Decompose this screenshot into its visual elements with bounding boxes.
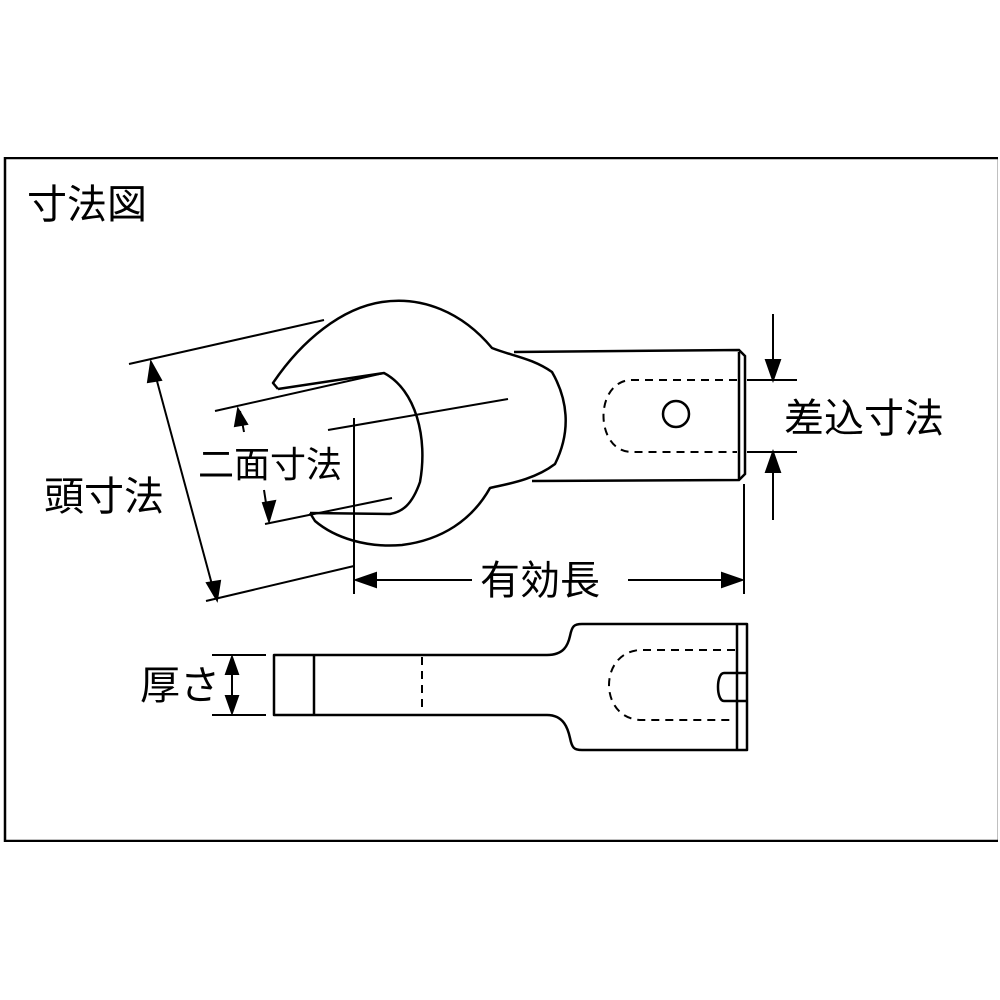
wrench-side-view xyxy=(272,622,749,752)
insert-size-label: 差込寸法 xyxy=(784,396,944,442)
diagram-title: 寸法図 xyxy=(27,182,147,228)
diagram-border xyxy=(3,157,998,842)
wrench-head-top-view xyxy=(271,299,567,547)
head-size-dimension xyxy=(128,319,355,603)
effective-length-label: 有効長 xyxy=(480,558,600,604)
thickness-label: 厚さ xyxy=(140,663,220,709)
wrench-shank-top-view xyxy=(513,348,747,483)
effective-length-dimension xyxy=(352,418,746,594)
pin-hole xyxy=(661,399,691,429)
head-size-label: 頭寸法 xyxy=(44,474,164,520)
insert-size-dimension xyxy=(747,314,797,520)
thickness-dimension xyxy=(212,653,266,717)
width-across-flats-dimension xyxy=(214,372,509,525)
width-across-flats-label: 二面寸法 xyxy=(198,445,342,486)
dimension-diagram: 寸法図 頭寸法 二面寸法 xyxy=(3,157,998,842)
